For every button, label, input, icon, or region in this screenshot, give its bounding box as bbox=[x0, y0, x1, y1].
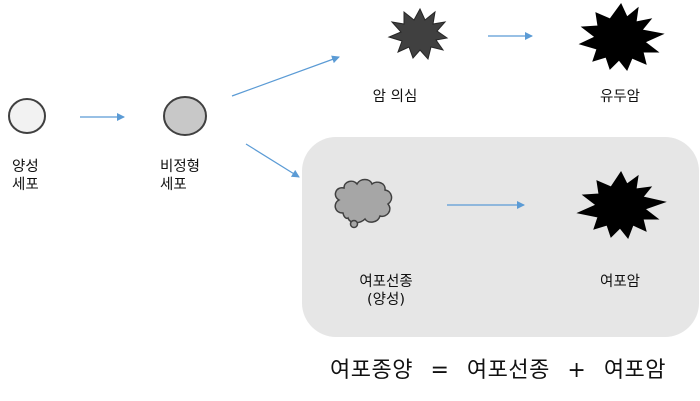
benign-cell-label: 양성 세포 bbox=[12, 158, 39, 194]
benign-cell-label-line2: 세포 bbox=[12, 177, 39, 193]
follicular-adenoma-label: 여포선종 (양성) bbox=[359, 273, 412, 309]
follicular-adenoma-label-line1: 여포선종 bbox=[359, 274, 413, 290]
benign-cell-label-line1: 양성 bbox=[12, 159, 39, 175]
suspicious-cancer-label: 암 의심 bbox=[372, 89, 418, 105]
papillary-cancer-label: 유두암 bbox=[599, 89, 641, 105]
follicular-neoplasm-formula: 여포종양 = 여포선종 + 여포암 bbox=[330, 352, 666, 384]
follicular-cancer-label: 여포암 bbox=[599, 274, 641, 290]
atypical-cell-label-line2: 세포 bbox=[160, 177, 187, 193]
formula-plus: + bbox=[567, 358, 587, 383]
atypical-cell-label: 비정형 세포 bbox=[160, 158, 200, 194]
arrow-atypical-to-follicular bbox=[245, 143, 300, 178]
papillary-cancer-shape bbox=[578, 3, 665, 71]
follicular-adenoma-dot bbox=[349, 219, 359, 229]
atypical-cell-shape bbox=[163, 96, 207, 136]
benign-cell-shape bbox=[8, 98, 46, 134]
follicular-neoplasm-panel bbox=[302, 137, 699, 337]
arrow-atypical-to-suspicious bbox=[231, 55, 340, 97]
formula-term1: 여포선종 bbox=[466, 358, 550, 383]
follicular-adenoma-shape bbox=[334, 178, 393, 224]
follicular-adenoma-label-line2: (양성) bbox=[367, 292, 405, 308]
formula-lhs: 여포종양 bbox=[330, 358, 413, 383]
follicular-cancer-shape bbox=[576, 171, 667, 239]
formula-equals: = bbox=[430, 358, 450, 383]
formula-term2: 여포암 bbox=[603, 358, 667, 383]
atypical-cell-label-line1: 비정형 bbox=[160, 159, 201, 175]
suspicious-cancer-shape bbox=[387, 7, 449, 61]
